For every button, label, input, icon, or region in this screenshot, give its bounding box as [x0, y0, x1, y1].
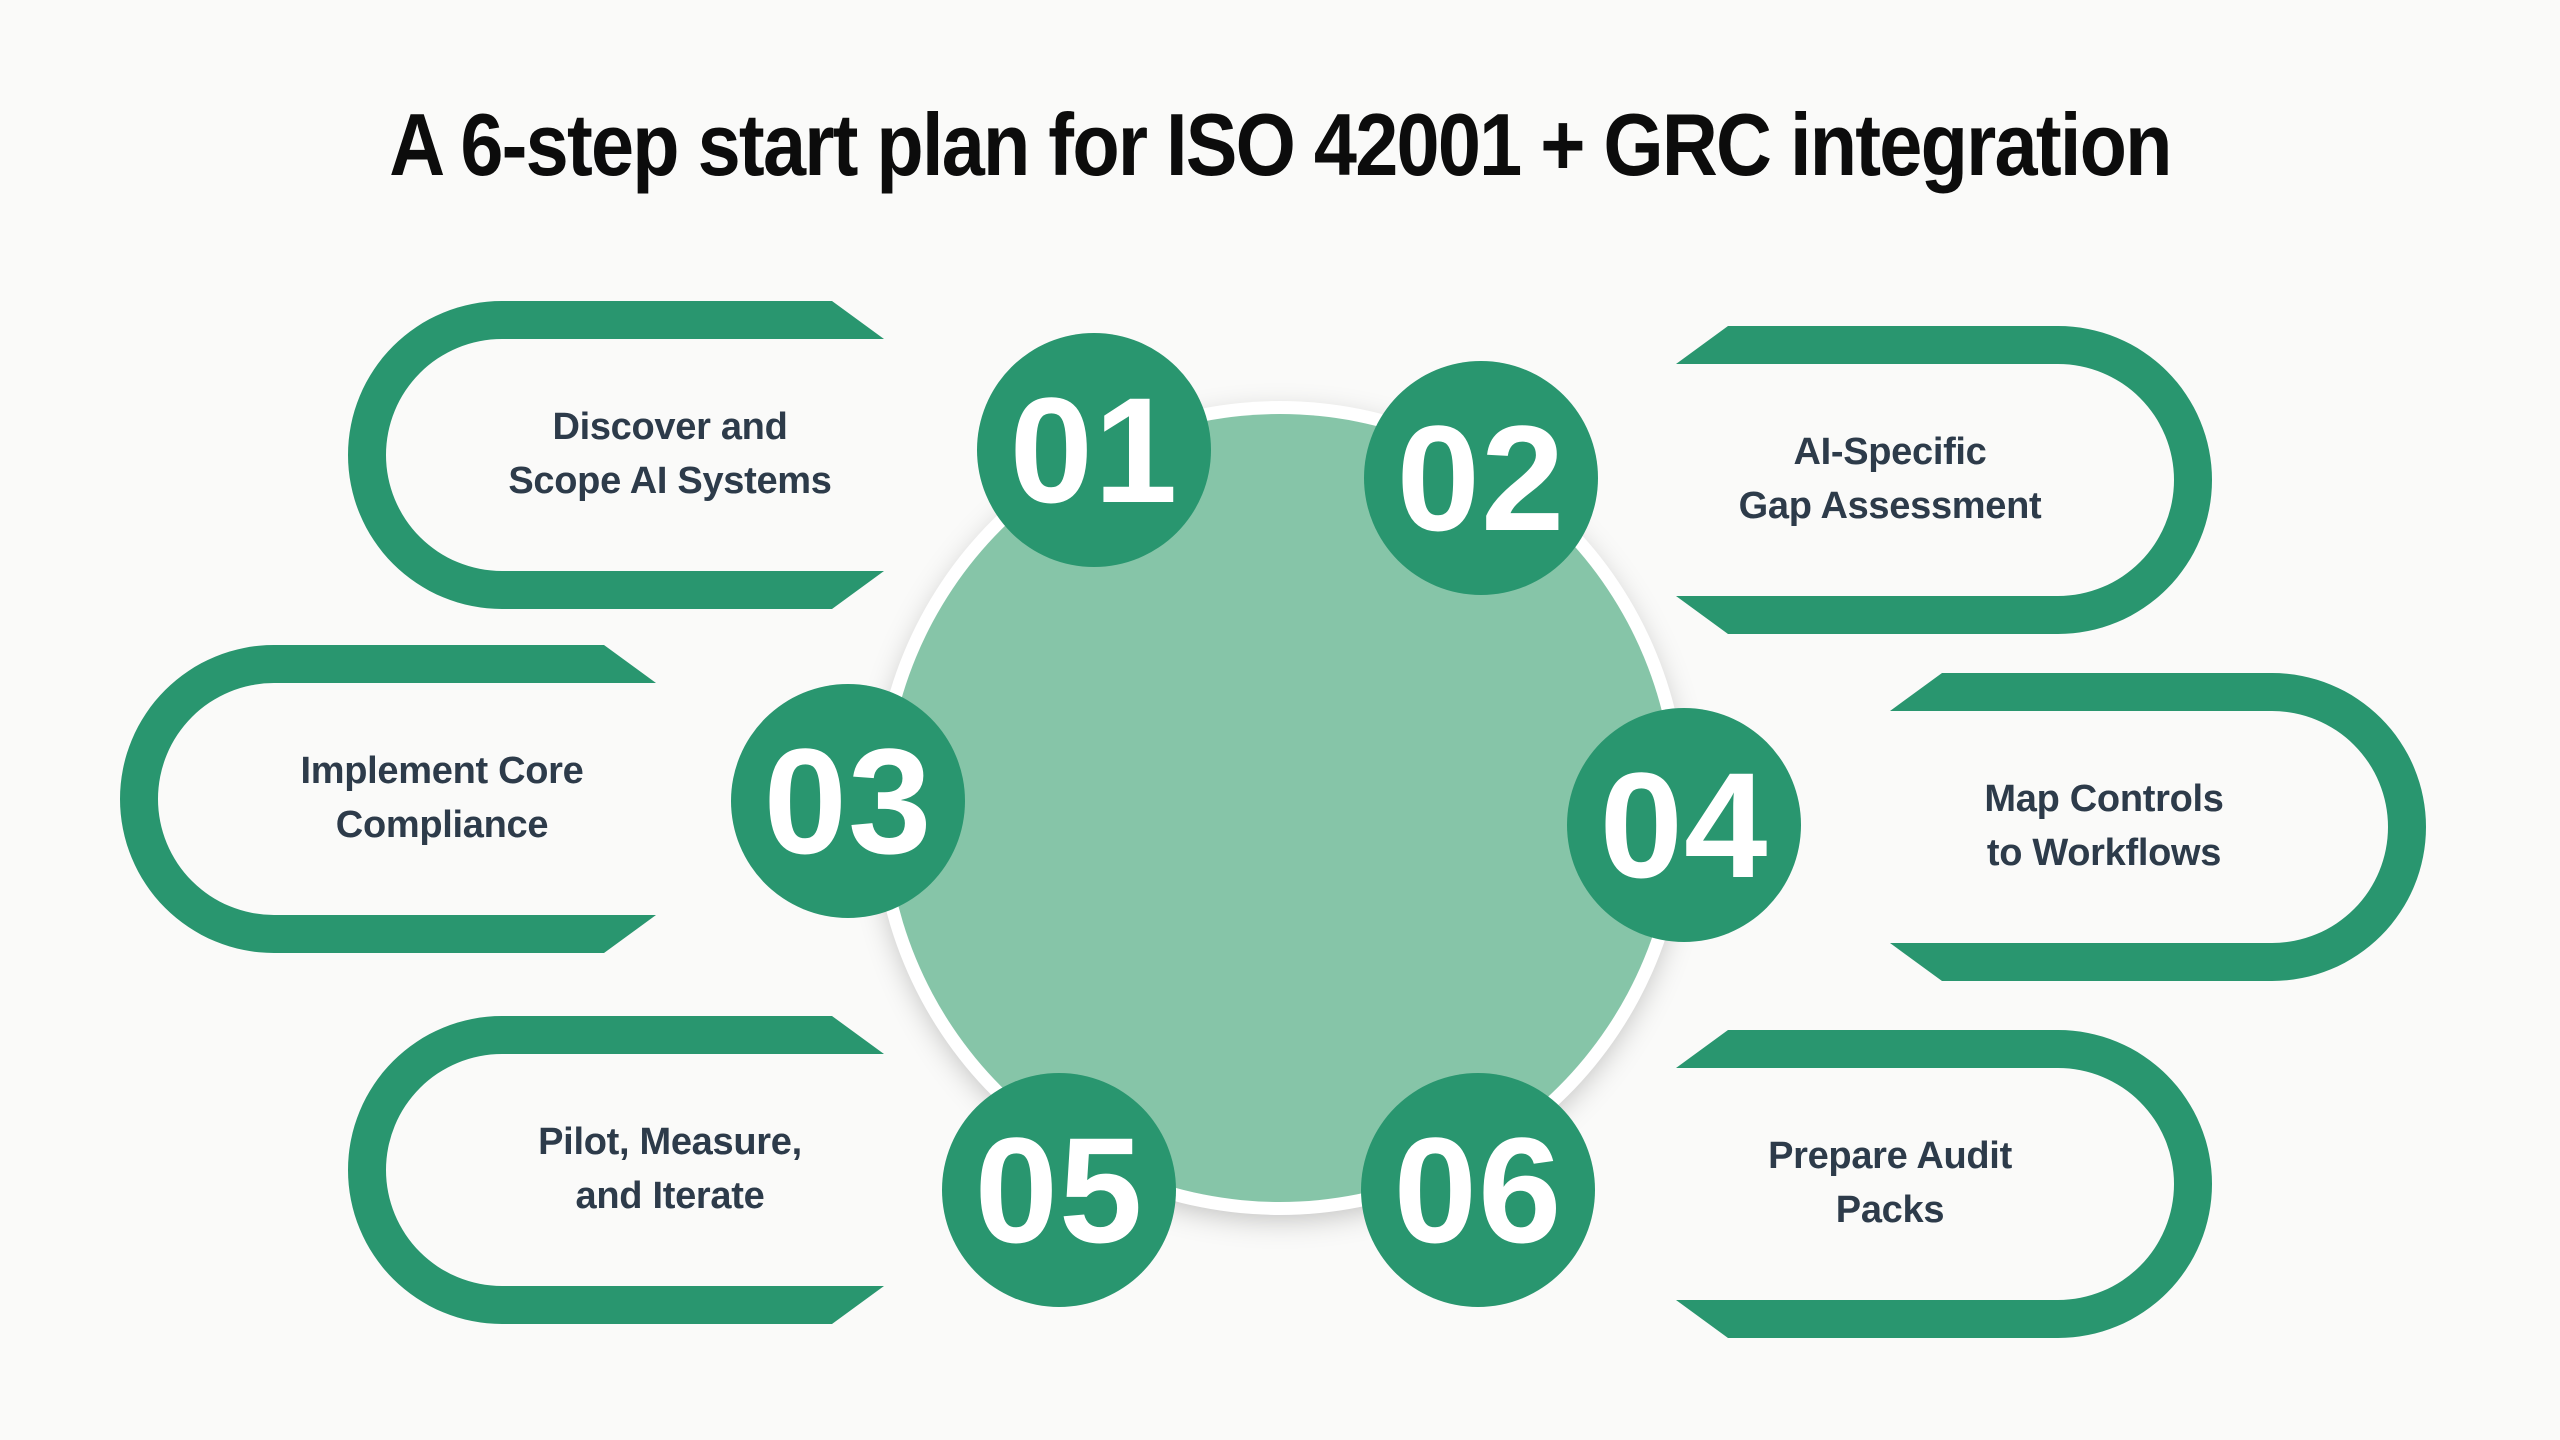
step-1-number-badge: 01 — [977, 333, 1211, 567]
step-3-pill: Implement Core Compliance — [120, 645, 656, 953]
pill-outline-right-icon — [1676, 1030, 2212, 1338]
step-5-number-badge: 05 — [942, 1073, 1176, 1307]
step-2-number-badge: 02 — [1364, 361, 1598, 595]
step-6-pill: Prepare Audit Packs — [1676, 1030, 2212, 1338]
step-2-pill: AI-Specific Gap Assessment — [1676, 326, 2212, 634]
step-4-number-badge: 04 — [1567, 708, 1801, 942]
page-title: A 6-step start plan for ISO 42001 + GRC … — [389, 95, 2172, 194]
step-1-pill: Discover and Scope AI Systems — [348, 301, 884, 609]
step-5-label: Pilot, Measure, and Iterate — [538, 1121, 802, 1217]
step-6-number-badge: 06 — [1361, 1073, 1595, 1307]
step-3-label: Implement Core Compliance — [300, 750, 584, 846]
step-6-label: Prepare Audit Packs — [1768, 1135, 2012, 1231]
step-4-label: Map Controls to Workflows — [1984, 778, 2224, 874]
step-3-number-badge: 03 — [731, 684, 965, 918]
step-5-pill: Pilot, Measure, and Iterate — [348, 1016, 884, 1324]
step-4-pill: Map Controls to Workflows — [1890, 673, 2426, 981]
pill-outline-left-icon — [120, 645, 656, 953]
pill-outline-left-icon — [348, 301, 884, 609]
pill-outline-right-icon — [1890, 673, 2426, 981]
step-1-label: Discover and Scope AI Systems — [508, 406, 832, 502]
pill-outline-right-icon — [1676, 326, 2212, 634]
pill-outline-left-icon — [348, 1016, 884, 1324]
step-2-label: AI-Specific Gap Assessment — [1738, 431, 2042, 527]
